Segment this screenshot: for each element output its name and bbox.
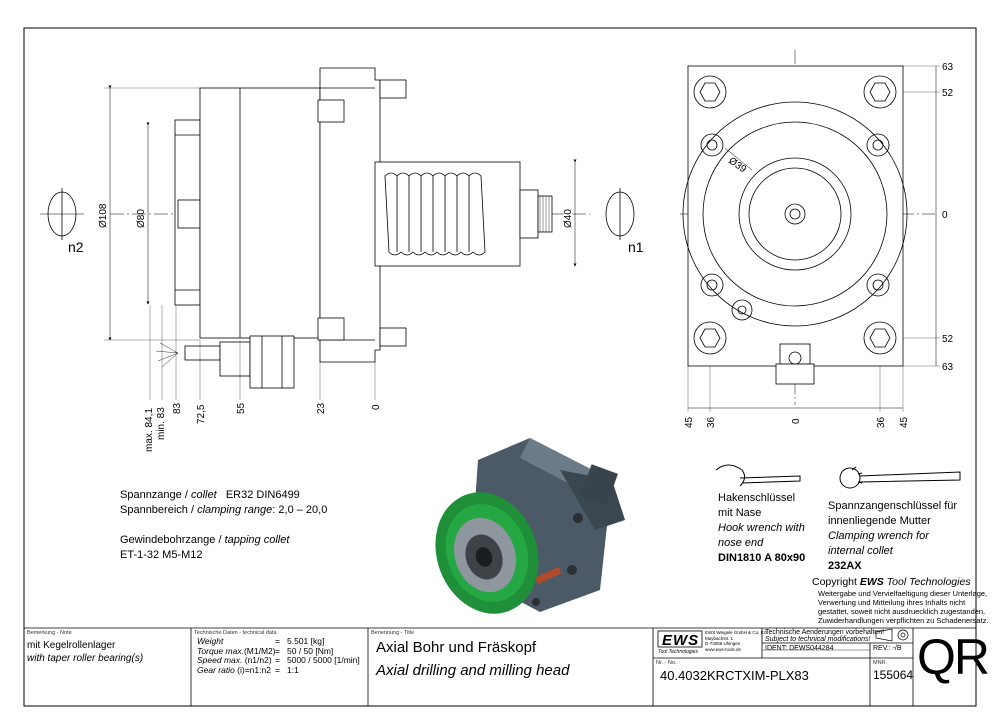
- label-n2: n2: [68, 239, 84, 255]
- change-note-de: Technische Aenderungen vorbehalten!: [765, 629, 885, 636]
- dim-0-bottom: 0: [791, 418, 802, 424]
- label-n1: n1: [628, 239, 644, 255]
- dim-0: 0: [371, 404, 382, 410]
- dim-52-bottom: 52: [942, 334, 954, 345]
- revision: REV.: -/B: [873, 645, 902, 652]
- dim-36-left: 36: [706, 416, 717, 428]
- side-view: [40, 67, 635, 400]
- dim-23: 23: [316, 402, 327, 414]
- sheet-border: [23, 27, 977, 707]
- mnr-header: MNR.: [873, 660, 888, 666]
- note-tapping: Gewindebohrzange / tapping collet: [120, 534, 290, 546]
- clamp-wrench-part: 232AX: [828, 560, 862, 572]
- ident: IDENT: DEWS044284: [765, 645, 834, 652]
- dim-52-top: 52: [942, 88, 954, 99]
- copyright-title: Copyright EWS Tool Technologies: [812, 576, 971, 588]
- front-view: [680, 50, 940, 412]
- front-bottom-dims: 45 36 0 36 45: [684, 416, 910, 428]
- svg-text:Tool Technologies: Tool Technologies: [658, 649, 698, 655]
- dim-45-right: 45: [899, 416, 910, 428]
- tech-header: Technische Daten - technical data: [194, 630, 277, 636]
- dim-d40: Ø40: [563, 209, 574, 228]
- clamp-wrench-de1: Spannzangenschlüssel für: [828, 500, 958, 512]
- dim-63-bottom: 63: [942, 362, 954, 373]
- dim-72-5: 72,5: [196, 404, 207, 424]
- dim-d80: Ø80: [136, 209, 147, 228]
- ews-logo: EWS Tool Technologies: [657, 630, 703, 655]
- hook-wrench-de2: mit Nase: [718, 507, 762, 519]
- dim-36-right: 36: [876, 416, 887, 428]
- hook-wrench-en1: Hook wrench with: [718, 522, 805, 534]
- clamp-wrench-de2: innenliegende Mutter: [828, 515, 931, 527]
- part-number: 40.4032KRCTXIM-PLX83: [660, 668, 809, 683]
- remarks-de: mit Kegelrollenlager: [27, 640, 116, 651]
- clamp-wrench-en2: internal collet: [828, 545, 893, 557]
- clamping-wrench-icon: [839, 466, 961, 489]
- dim-min-83: min. 83: [156, 407, 167, 440]
- projection-symbol-icon: [875, 628, 909, 642]
- mnr-number: 155064: [873, 668, 914, 682]
- dim-d108: Ø108: [98, 203, 109, 228]
- remarks-en: with taper roller bearing(s): [27, 653, 144, 664]
- hook-wrench-de1: Hakenschlüssel: [718, 492, 796, 504]
- company-address: EWS Weigele GmbH & Co. KG Maybachstr. 1 …: [705, 630, 768, 652]
- title-block: [24, 627, 976, 706]
- hook-wrench-en2: nose end: [718, 537, 764, 549]
- note-collet: Spannzange / collet ER32 DIN6499: [120, 489, 300, 501]
- qr-label: QR: [917, 629, 990, 685]
- dim-max-84-1: max. 84,1: [144, 408, 155, 452]
- note-range: Spannbereich / clamping range: 2,0 – 20,…: [120, 504, 328, 516]
- hook-wrench-icon: [715, 464, 801, 487]
- dim-55: 55: [236, 402, 247, 414]
- title-en: Axial drilling and milling head: [376, 662, 570, 679]
- title-de: Axial Bohr und Fräskopf: [376, 639, 537, 656]
- change-note-en: Subject to technical modifications!: [765, 636, 871, 643]
- clamp-wrench-en1: Clamping wrench for: [828, 530, 929, 542]
- svg-text:EWS: EWS: [662, 632, 699, 649]
- remarks-header: Bemerkung - Note: [27, 630, 72, 636]
- hook-wrench-part: DIN1810 A 80x90: [718, 552, 806, 564]
- isometric-render: [435, 438, 625, 614]
- dim-45-left: 45: [684, 416, 695, 428]
- tech-data: Weight = 5.501 [kg] Torque max.(M1/M2) =…: [197, 636, 360, 675]
- dim-0-right: 0: [942, 210, 948, 221]
- title-header: Benennung - Title: [371, 630, 415, 636]
- dim-83: 83: [172, 402, 183, 414]
- dim-63-top: 63: [942, 62, 954, 73]
- copyright-text: Weitergabe und Vervielfaeltigung dieser …: [818, 589, 989, 625]
- number-header: Nr. - No.: [656, 660, 677, 666]
- front-right-dims: 63 52 0 52 63: [942, 62, 954, 373]
- bottom-dims: max. 84,1 min. 83 83 72,5 55 23 0: [144, 402, 382, 452]
- note-tapping-value: ET-1-32 M5-M12: [120, 549, 203, 561]
